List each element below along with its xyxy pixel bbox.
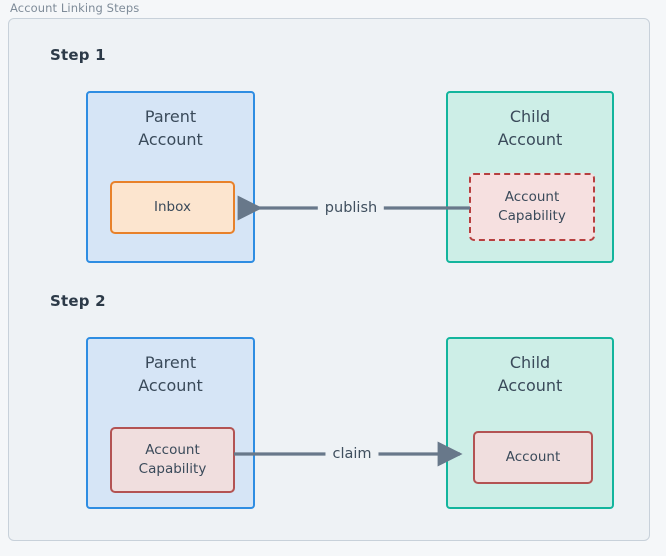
diagram-title: Account Linking Steps bbox=[10, 1, 140, 15]
step-2-child-account-title: Child Account bbox=[448, 351, 612, 397]
step-2-child-title-line-1: Child bbox=[509, 353, 551, 372]
step-1-label: Step 1 bbox=[50, 46, 106, 64]
step-2-capability-label-line-1: Account bbox=[145, 442, 200, 459]
step-2-account-box: Account bbox=[473, 431, 593, 484]
step-2-edge-label: claim bbox=[325, 446, 379, 462]
step-2-child-account-box: Child Account Account bbox=[446, 337, 614, 509]
step-1-account-capability-box: Account Capability bbox=[469, 173, 595, 241]
step-1-inbox-box: Inbox bbox=[110, 181, 235, 234]
step-2-child-title-line-2: Account bbox=[497, 376, 563, 396]
step-2-parent-account-box: Parent Account Account Capability bbox=[86, 337, 255, 509]
step-1-edge-label: publish bbox=[317, 200, 385, 216]
step-1-capability-label-line-1: Account bbox=[504, 189, 560, 206]
step-2-parent-account-title: Parent Account bbox=[88, 351, 253, 397]
step-2-capability-label-line-2: Capability bbox=[138, 461, 207, 477]
step-1-child-title-line-1: Child bbox=[509, 107, 551, 126]
step-1-parent-title-line-1: Parent bbox=[144, 107, 197, 126]
step-2-account-capability-box: Account Capability bbox=[110, 427, 235, 493]
step-2-account-label: Account bbox=[505, 449, 561, 466]
step-1-inbox-label: Inbox bbox=[154, 199, 191, 216]
step-1-child-account-box: Child Account Account Capability bbox=[446, 91, 614, 263]
step-1-parent-account-title: Parent Account bbox=[88, 105, 253, 151]
step-1-child-title-line-2: Account bbox=[497, 130, 563, 150]
step-2-parent-title-line-2: Account bbox=[138, 376, 203, 396]
step-1-parent-title-line-2: Account bbox=[138, 130, 203, 150]
step-2-parent-title-line-1: Parent bbox=[144, 353, 197, 372]
step-1-child-account-title: Child Account bbox=[448, 105, 612, 151]
step-1-parent-account-box: Parent Account Inbox bbox=[86, 91, 255, 263]
step-2-label: Step 2 bbox=[50, 292, 106, 310]
step-1-capability-label-line-2: Capability bbox=[498, 208, 566, 224]
